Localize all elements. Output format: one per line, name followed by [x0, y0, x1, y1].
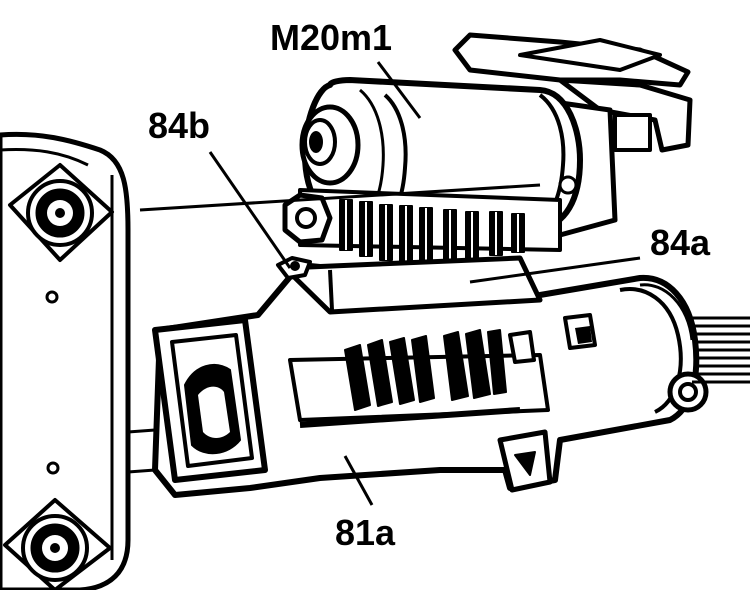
mounting-plate [0, 131, 131, 590]
label-81a: 81a [335, 512, 396, 553]
worm-shaft [282, 188, 562, 265]
leader-81a [343, 455, 374, 506]
cable-bundle [690, 316, 750, 384]
leader-84b [208, 151, 292, 269]
leader-m20m1 [376, 61, 422, 119]
label-84b: 84b [148, 105, 210, 146]
leader-84a [469, 256, 641, 284]
label-84a: 84a [650, 222, 711, 263]
housing-81a [127, 183, 709, 498]
leader-lines [208, 61, 641, 506]
label-m20m1: M20m1 [270, 17, 392, 58]
